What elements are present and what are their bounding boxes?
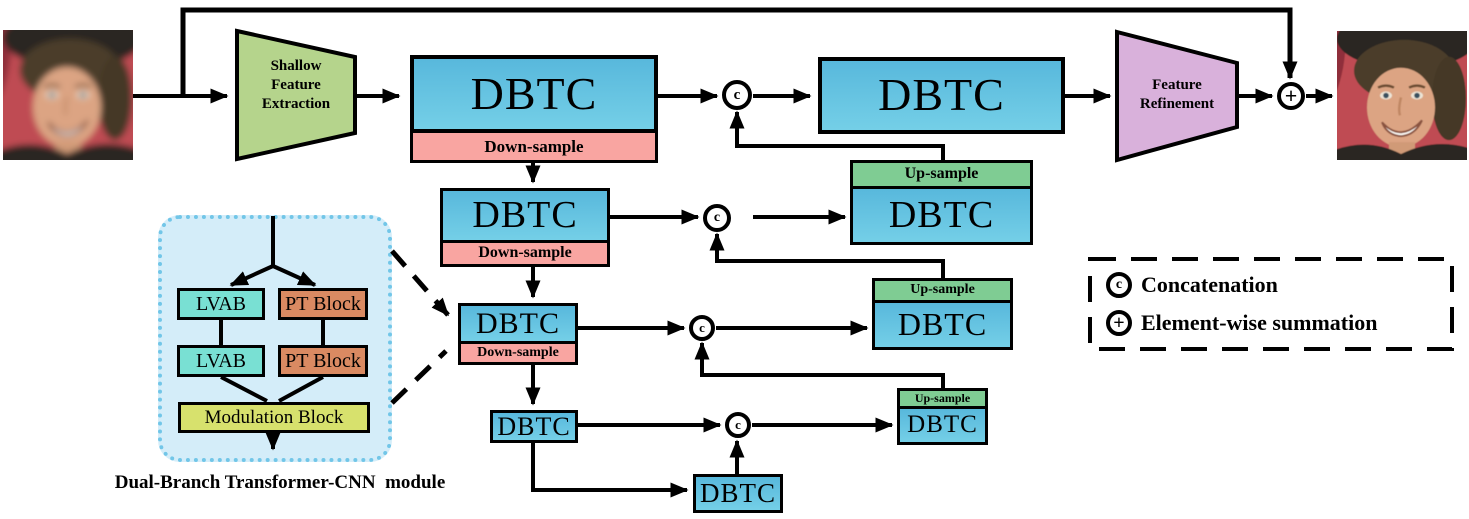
feature-refinement-shape <box>1115 29 1239 163</box>
global-skip-connection <box>180 7 1298 96</box>
up-sample-4: Up-sample <box>897 388 988 409</box>
summation-icon: + <box>1106 310 1132 337</box>
decoder-dbtc-1: DBTC <box>818 57 1065 134</box>
encoder-dbtc-2: DBTC <box>440 188 610 243</box>
shallow-feature-extraction-shape <box>235 28 357 162</box>
up-sample-2: Up-sample <box>850 160 1033 189</box>
concatenation-label: Concatenation <box>1141 271 1278 297</box>
modulation-block: Modulation Block <box>178 402 370 433</box>
output-image <box>1337 31 1467 160</box>
sum-node: + <box>1277 82 1305 110</box>
pt-block-2: PT Block <box>278 345 368 377</box>
down-sample-1: Down-sample <box>410 130 658 163</box>
pt-block-1: PT Block <box>278 288 368 320</box>
encoder-dbtc-4: DBTC <box>490 410 578 443</box>
down-sample-2: Down-sample <box>440 240 610 267</box>
feature-refinement-label: Feature Refinement <box>1139 77 1215 112</box>
module-caption: Dual-Branch Transformer-CNN module <box>114 472 446 493</box>
concat-node-2: c <box>703 204 731 232</box>
summation-label: Element-wise summation <box>1141 310 1378 336</box>
legend-row-concatenation: c Concatenation <box>1106 271 1452 298</box>
shallow-feature-extraction-label: Shallow Feature Extraction <box>261 58 331 112</box>
down-sample-3: Down-sample <box>458 341 578 365</box>
legend: c Concatenation + Element-wise summation <box>1090 259 1452 349</box>
concatenation-icon: c <box>1106 271 1132 298</box>
concat-node-4: c <box>725 412 751 438</box>
encoder-dbtc-1: DBTC <box>410 55 658 133</box>
decoder-dbtc-3: DBTC <box>872 300 1013 350</box>
legend-row-summation: + Element-wise summation <box>1106 310 1452 337</box>
concat-node-1: c <box>722 80 752 110</box>
lvab-block-1: LVAB <box>177 288 265 320</box>
decoder-dbtc-2: DBTC <box>850 186 1033 245</box>
concat-node-3: c <box>689 315 715 341</box>
bottleneck-dbtc: DBTC <box>693 474 783 513</box>
input-image <box>3 30 133 160</box>
module-zoom-links <box>390 249 450 405</box>
encoder-dbtc-3: DBTC <box>458 303 578 344</box>
legend-frame <box>1088 257 1454 351</box>
decoder-dbtc-4: DBTC <box>897 406 988 445</box>
lvab-block-2: LVAB <box>177 345 265 377</box>
